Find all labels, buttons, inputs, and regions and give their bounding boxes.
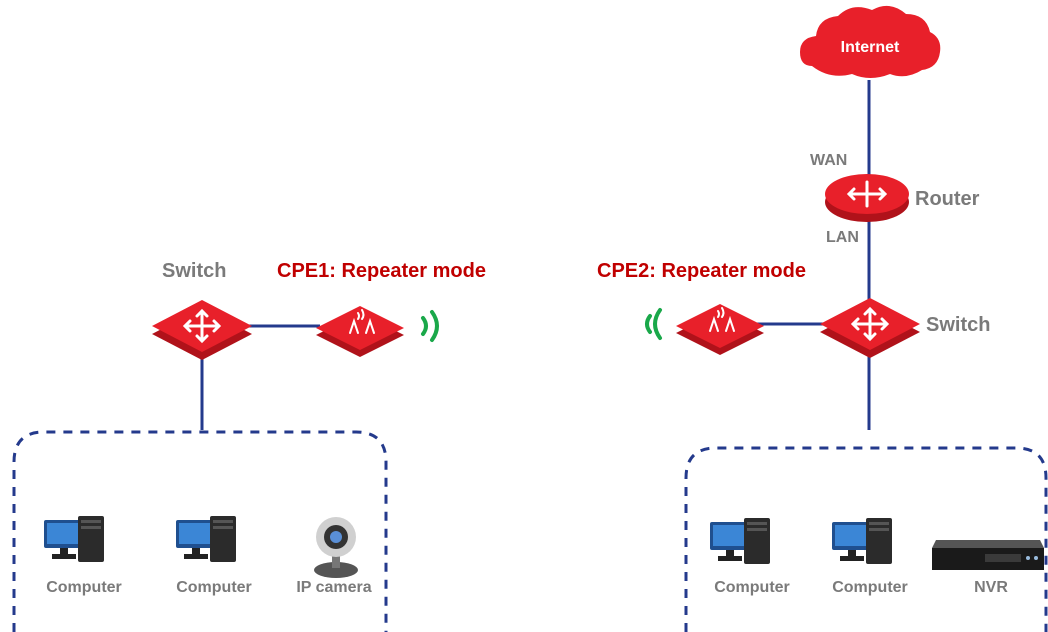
router-label: Router [915,188,980,210]
cloud-label: Internet [841,39,900,56]
wan-label: WAN [810,152,847,169]
left-device-zone [12,430,388,632]
wifi-signal-left-icon [645,308,662,340]
ip-camera-icon [314,517,358,578]
cloud-icon [800,5,941,78]
left-device-label-2: Computer [176,579,252,596]
router-icon [825,174,909,222]
left-switch-icon [150,298,254,362]
right-switch-label: Switch [926,314,990,336]
left-computer-2-icon [176,516,236,562]
cpe1-icon [315,305,405,358]
right-device-label-3: NVR [974,579,1008,596]
right-device-label-1: Computer [714,579,790,596]
left-switch-label: Switch [162,260,226,282]
left-computer-1-icon [44,516,104,562]
wifi-signal-right-icon [421,310,439,342]
right-switch-icon [818,296,922,360]
right-device-label-2: Computer [832,579,908,596]
right-computer-2-icon [832,518,892,564]
lan-label: LAN [826,229,859,246]
cpe2-icon [675,303,765,356]
cpe1-label: CPE1: Repeater mode [277,260,486,282]
left-device-label-3: IP camera [296,579,371,596]
left-device-label-1: Computer [46,579,122,596]
cpe2-label: CPE2: Repeater mode [597,260,806,282]
right-computer-1-icon [710,518,770,564]
nvr-icon [932,540,1044,570]
